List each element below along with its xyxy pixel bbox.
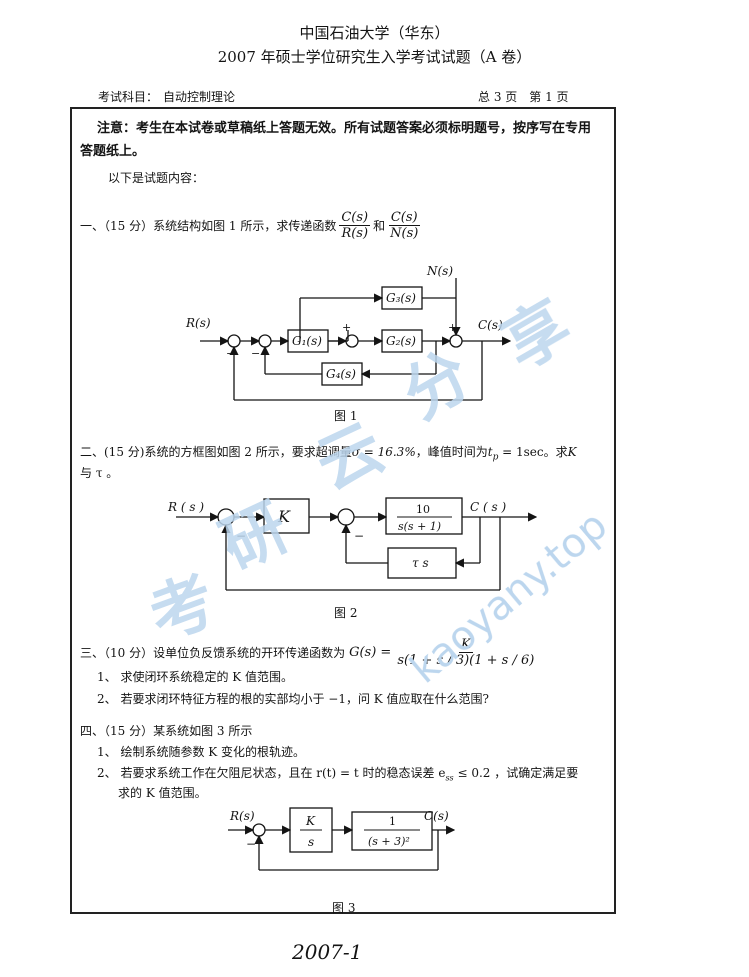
fig2-caption: 图 2 <box>334 606 357 620</box>
fig1-output-label: C(s) <box>478 318 503 332</box>
notice-line1: 注意：考生在本试卷或草稿纸上答题无效。所有试题答案必须标明题号，按序写在专用 <box>97 121 592 136</box>
fig2-k-block <box>263 498 310 534</box>
q3-item-1: 1、 求使闭环系统稳定的 K 值范围。 <box>97 670 294 684</box>
fig3-junction <box>252 823 266 837</box>
fig2-plant-den: s(s + 1) <box>398 520 441 533</box>
q3-item-2: 2、 若要求闭环特征方程的根的实部均小于 −1，问 K 值应取在什么范围? <box>97 692 489 706</box>
fig3-b1-den: s <box>308 835 314 849</box>
fig2-feedback-label: τ s <box>412 556 429 570</box>
q1-frac2-den: N(s) <box>390 226 419 241</box>
fig3-caption: 图 3 <box>332 901 355 915</box>
q4-item2-b: ≤ 0.2 ，试确定满足要 <box>453 766 579 780</box>
handwritten-page-mark: 2007-1 <box>292 940 363 964</box>
q1-frac1-num: C(s) <box>339 210 371 226</box>
q2-tp-sub: p <box>492 452 499 463</box>
exam-title: 2007 年硕士学位研究生入学考试试题（A 卷） <box>217 48 532 66</box>
q3-den: s(1 + s / 3)(1 + s / 6) <box>397 653 535 668</box>
q1-and: 和 <box>373 219 386 233</box>
q4-item-2-cont: 求的 K 值范围。 <box>118 786 207 800</box>
page-info: 总 3 页 第 1 页 <box>478 90 569 104</box>
svg-text:−: − <box>226 347 235 360</box>
fig1-caption: 图 1 <box>334 409 357 423</box>
svg-text:+: + <box>342 321 351 334</box>
q4-item2-sub: ss <box>445 773 454 783</box>
fig3-minus: − <box>246 837 256 851</box>
fig2-minus-1: − <box>236 529 246 543</box>
q3-statement: 三、（10 分）设单位负反馈系统的开环传递函数为 G(s) = K s(1 + … <box>80 637 536 668</box>
q1-statement: 一、（15 分）系统结构如图 1 所示，求传递函数 C(s) R(s) 和 C(… <box>80 210 420 241</box>
fig2-output-label: C ( s ) <box>470 500 506 514</box>
q2-text-a: 二、(15 分)系统的方框图如图 2 所示，要求超调量 <box>80 445 352 459</box>
subject-name: 自动控制理论 <box>163 90 236 104</box>
school-title: 中国石油大学（华东） <box>299 24 450 42</box>
svg-text:−: − <box>251 347 260 360</box>
q2-tp: t <box>487 445 493 459</box>
q3-fraction: K s(1 + s / 3)(1 + s / 6) <box>395 637 536 668</box>
fig3-b2-num: 1 <box>389 815 396 828</box>
q1-frac1-den: R(s) <box>341 226 369 241</box>
fig1-g3-label: G₃(s) <box>386 291 416 305</box>
fig2-input-label: R ( s ) <box>167 500 204 514</box>
q3-text: 三、（10 分）设单位负反馈系统的开环传递函数为 <box>80 646 346 660</box>
q3-num: K <box>458 637 473 653</box>
q2-line2: 与 τ 。 <box>80 466 119 480</box>
exam-frame <box>70 107 616 914</box>
q2-k: K <box>567 445 577 459</box>
fig2-plant-block <box>385 497 463 535</box>
q4-item-1: 1、 绘制系统随参数 K 变化的根轨迹。 <box>97 745 306 759</box>
fig1-g2-label: G₂(s) <box>386 334 416 348</box>
subject-label: 考试科目： <box>98 90 159 104</box>
notice-line2: 答题纸上。 <box>80 144 146 159</box>
q2-tp-value: = 1sec <box>498 445 544 459</box>
fig1-disturbance-label: N(s) <box>426 264 453 278</box>
q2-line1: 二、(15 分)系统的方框图如图 2 所示，要求超调量σ = 16.3%，峰值时… <box>80 443 577 462</box>
svg-text:+: + <box>448 321 457 334</box>
fig2-minus-2: − <box>354 529 364 543</box>
q1-fraction-1: C(s) R(s) <box>339 210 371 241</box>
fig3-b2-den: (s + 3)² <box>368 835 410 848</box>
q2-text-b: ，峰值时间为 <box>415 445 488 459</box>
fig3-output-label: C(s) <box>424 809 449 823</box>
q4-item2-a: 2、 若要求系统工作在欠阻尼状态，且在 r(t) = t 时的稳态误差 e <box>97 766 446 780</box>
fig1-g1-label: G₁(s) <box>292 334 322 348</box>
fig2-plant-num: 10 <box>416 503 430 516</box>
fig3-b1-num: K <box>305 814 316 828</box>
q2-text-c: 。求 <box>543 445 568 459</box>
fig3-block-2 <box>351 811 433 851</box>
q1-text: 一、（15 分）系统结构如图 1 所示，求传递函数 <box>80 219 337 233</box>
q2-sigma: σ = 16.3% <box>351 445 416 459</box>
fig2-k-label: K <box>277 507 291 526</box>
fig1-g4-label: G₄(s) <box>326 367 356 381</box>
q4-item-2: 2、 若要求系统工作在欠阻尼状态，且在 r(t) = t 时的稳态误差 ess … <box>97 764 578 782</box>
fig3-input-label: R(s) <box>229 809 255 823</box>
q1-fraction-2: C(s) N(s) <box>388 210 420 241</box>
intro-text: 以下是试题内容： <box>108 171 205 185</box>
q3-gs: G(s) = <box>349 645 392 660</box>
q1-frac2-num: C(s) <box>388 210 420 226</box>
fig1-input-label: R(s) <box>185 316 211 330</box>
q4-statement: 四、（15 分）某系统如图 3 所示 <box>80 724 253 738</box>
